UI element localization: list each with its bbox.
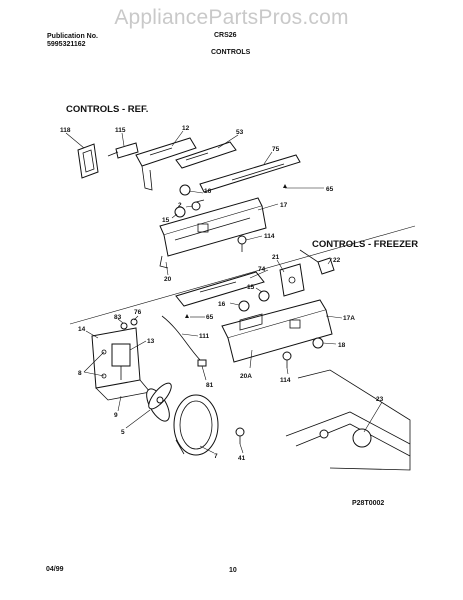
callout-75: 75 — [272, 146, 280, 153]
part-83-76-grommet — [120, 318, 138, 330]
callout-115: 115 — [115, 127, 126, 134]
part-114-screw-ref — [237, 235, 247, 252]
part-22-clip — [299, 249, 335, 275]
part-7-fan-shroud — [173, 394, 219, 456]
part-2-lamp-socket — [191, 199, 205, 211]
watermark: AppliancePartsPros.com — [114, 6, 349, 29]
part-65-marker-ref — [283, 184, 287, 188]
part-12-housing — [135, 137, 197, 191]
callout-76: 76 — [134, 309, 142, 316]
callout-21: 21 — [272, 254, 280, 261]
callout-14: 14 — [78, 326, 86, 333]
callout-81: 81 — [206, 382, 214, 389]
part-75-plate — [199, 154, 301, 193]
model-number: CRS26 — [214, 32, 237, 39]
callout-22: 22 — [333, 257, 341, 264]
callout-2: 2 — [178, 202, 182, 209]
part-15-bulb — [174, 206, 186, 218]
section-heading-ref: CONTROLS - REF. — [66, 104, 149, 115]
part-16-knob-freezer — [238, 300, 250, 312]
callout-7: 7 — [214, 453, 218, 460]
part-74-cover — [175, 271, 265, 307]
part-23-cabinet-corner — [285, 369, 411, 471]
section-divider — [69, 225, 416, 325]
part-65-marker-freezer — [185, 314, 189, 318]
callout-74: 74 — [258, 266, 266, 273]
callout-5: 5 — [121, 429, 125, 436]
callout-16-freezer: 16 — [218, 301, 226, 308]
callout-12: 12 — [182, 125, 190, 132]
part-114-screw-freezer — [282, 351, 292, 368]
callout-15-ref: 15 — [162, 217, 170, 224]
part-18-knob — [312, 337, 324, 349]
figure-code: P28T0002 — [352, 500, 385, 507]
part-16-knob — [179, 184, 191, 196]
publication-number: 5995321162 — [47, 41, 86, 48]
part-53-cover — [175, 141, 237, 169]
callout-20: 20 — [164, 276, 172, 283]
part-13-fan-motor — [111, 343, 131, 380]
callout-20a: 20A — [240, 373, 252, 380]
part-17-control-bar — [159, 197, 267, 257]
callout-17: 17 — [280, 202, 288, 209]
callout-111: 111 — [199, 333, 210, 340]
callout-65-ref: 65 — [326, 186, 334, 193]
part-21-thermostat — [279, 263, 305, 297]
callout-83: 83 — [114, 314, 122, 321]
callout-17a: 17A — [343, 315, 355, 322]
part-5-fan-blade — [146, 382, 172, 422]
callout-18: 18 — [338, 342, 346, 349]
page-title: CONTROLS — [211, 49, 251, 56]
callout-114-freezer: 114 — [280, 377, 291, 384]
page-number: 10 — [229, 567, 237, 574]
section-heading-freezer: CONTROLS - FREEZER — [312, 239, 419, 250]
callout-118: 118 — [60, 127, 71, 134]
part-20-panel — [159, 255, 169, 269]
callout-53: 53 — [236, 129, 244, 136]
part-118-guard — [77, 143, 99, 179]
part-41-screw — [235, 427, 245, 444]
part-111-wire-harness — [161, 315, 207, 367]
callout-41: 41 — [238, 455, 246, 462]
callout-16-ref: 16 — [204, 188, 212, 195]
part-17a-control-bar — [221, 299, 333, 363]
callout-114-ref: 114 — [264, 233, 275, 240]
callout-23: 23 — [376, 396, 384, 403]
callout-65-freezer: 65 — [206, 314, 214, 321]
footer-date: 04/99 — [46, 566, 64, 573]
callout-9: 9 — [114, 412, 118, 419]
callout-13: 13 — [147, 338, 155, 345]
part-115-connector — [107, 142, 139, 159]
publication-label: Publication No. — [47, 33, 98, 40]
leader-lines — [65, 130, 383, 454]
part-15-bulb-freezer — [258, 290, 270, 302]
callout-15-freezer: 15 — [247, 284, 255, 291]
callout-8: 8 — [78, 370, 82, 377]
